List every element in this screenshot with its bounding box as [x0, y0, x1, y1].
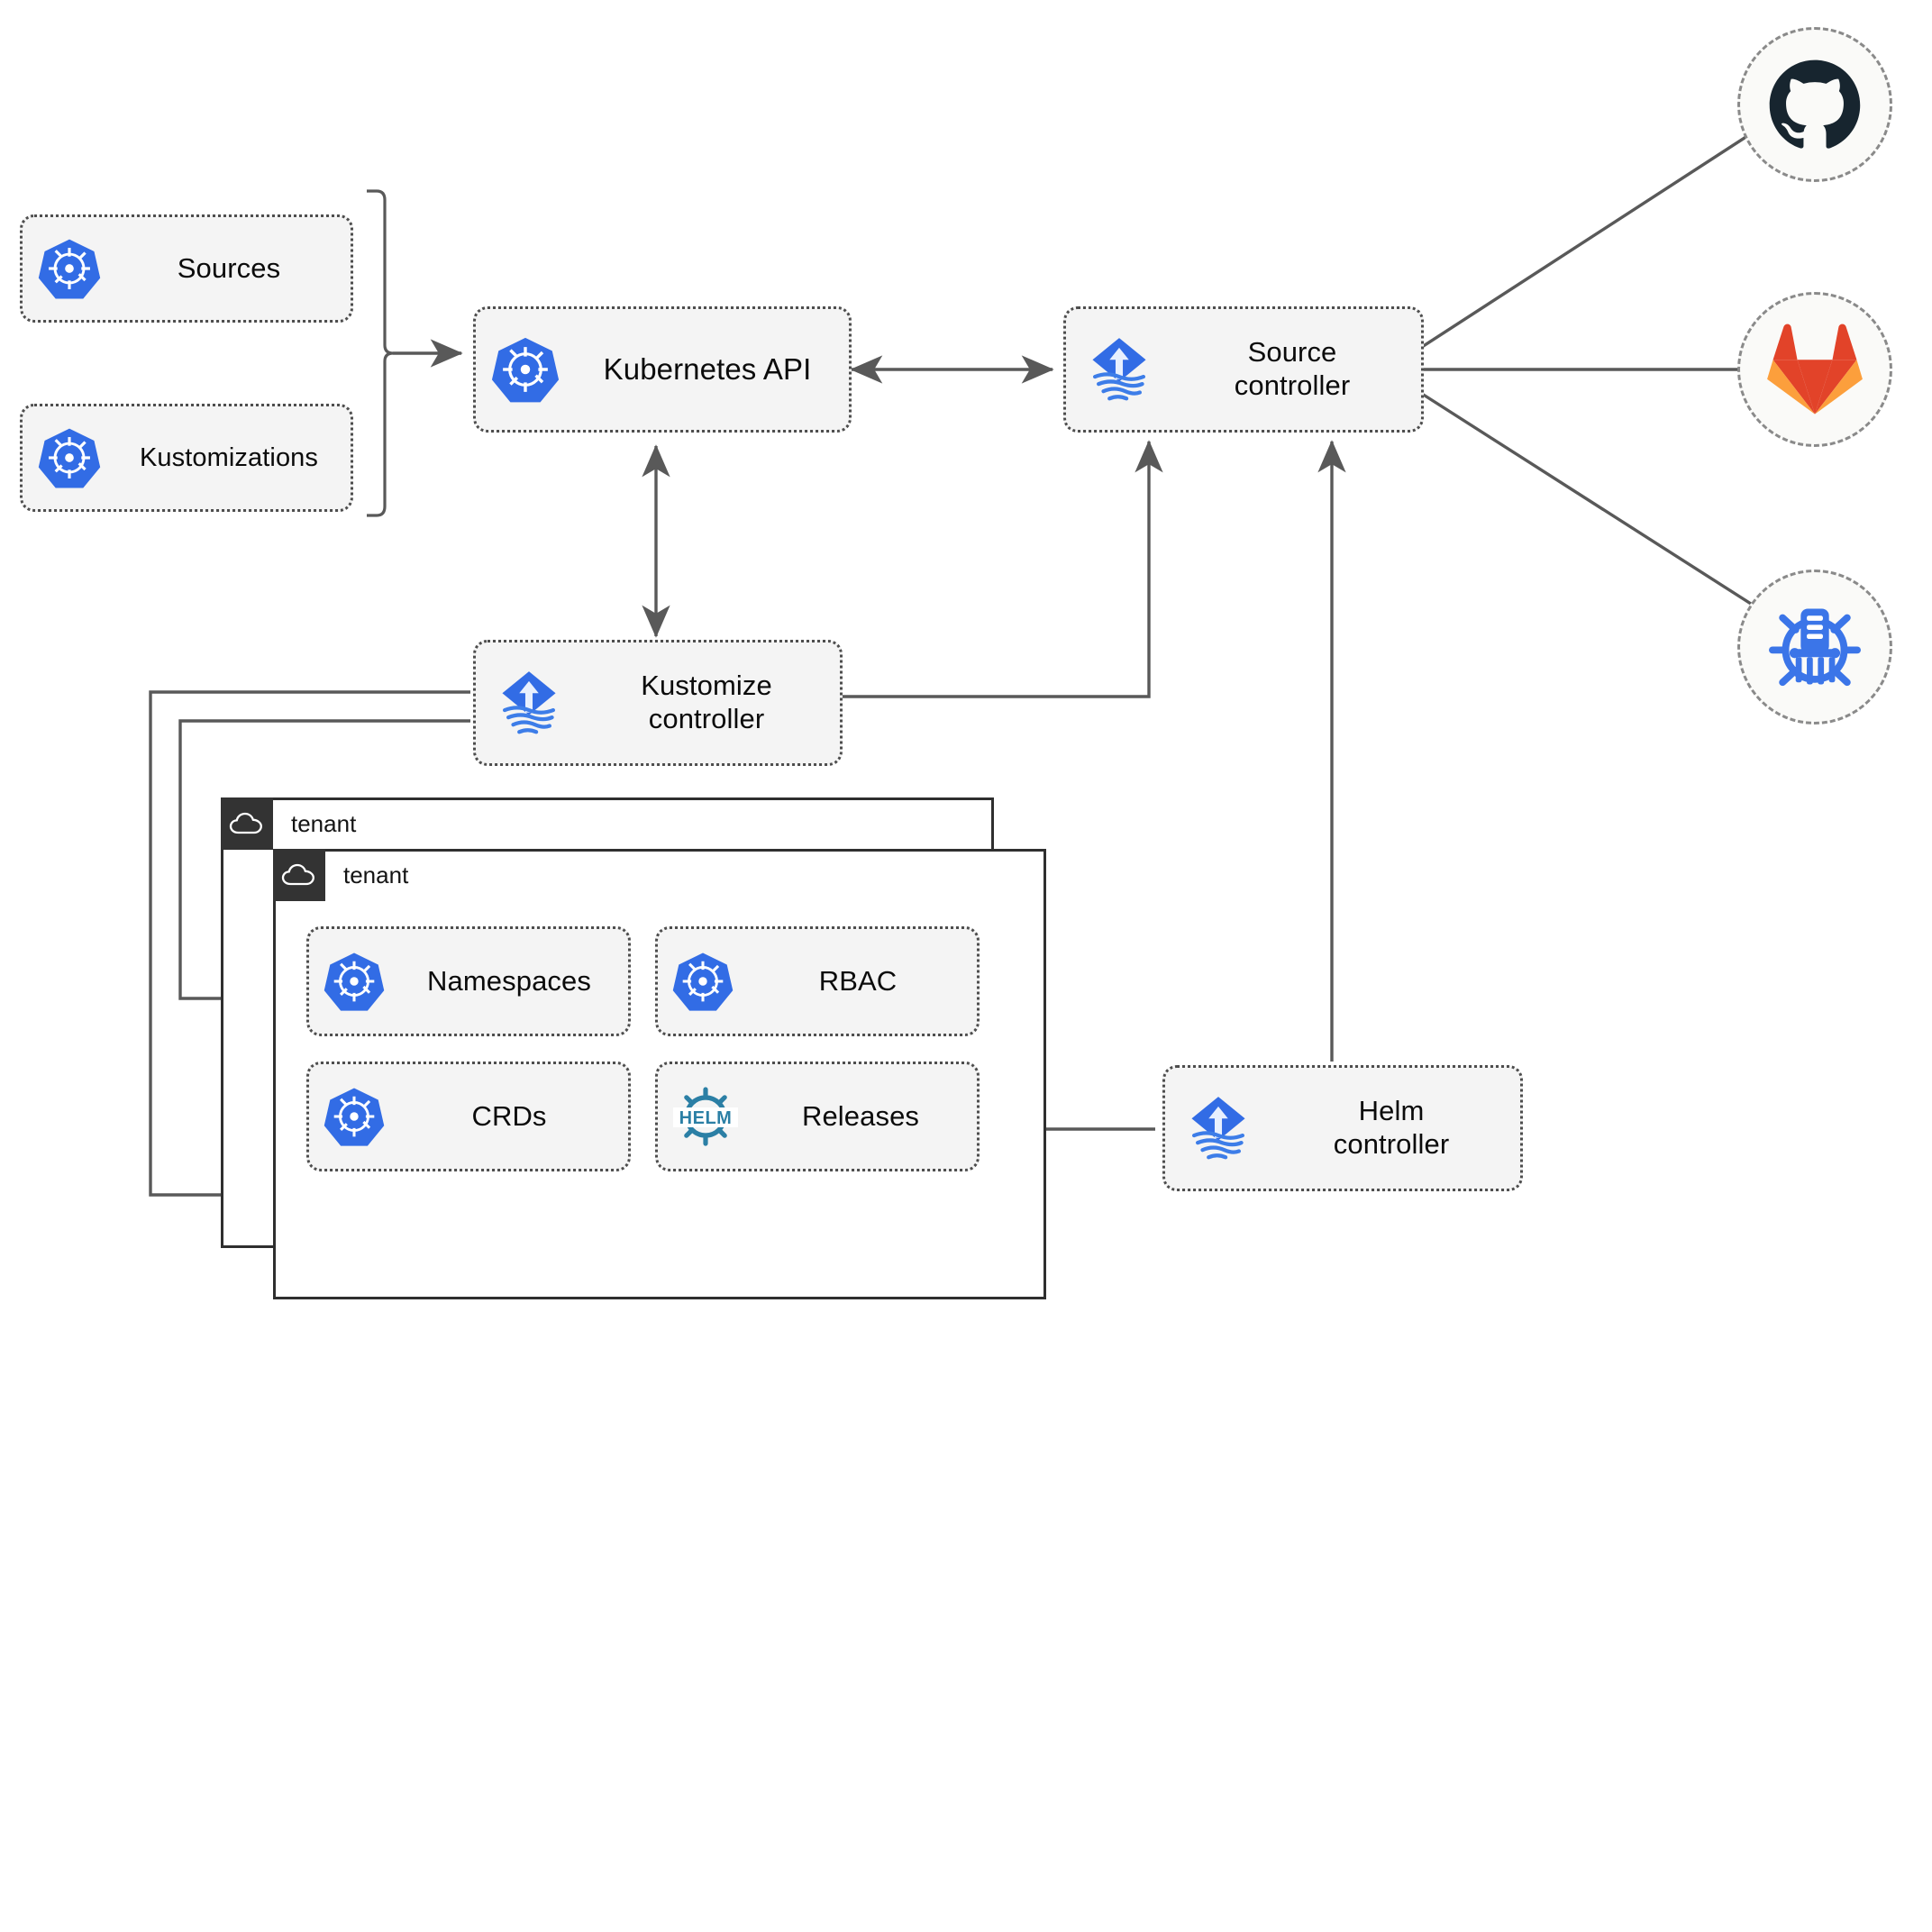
tenant-resource-label: Namespaces [427, 964, 591, 997]
resource-node-sources[interactable]: Sources [20, 214, 353, 323]
controller-node-kustomize-controller[interactable]: Kustomize controller [473, 640, 843, 766]
resource-label: Kustomizations [139, 442, 319, 472]
flux-icon [476, 664, 582, 742]
controller-label: Kustomize controller [641, 670, 772, 734]
tenant-label: tenant [291, 809, 357, 837]
repository-github[interactable] [1737, 27, 1892, 182]
cloud-icon [221, 797, 273, 850]
kubernetes-icon [658, 950, 748, 1013]
gitlab-icon [1767, 324, 1863, 415]
controller-label: Kubernetes API [603, 351, 812, 386]
kubernetes-icon [309, 1085, 399, 1148]
helm-repo-icon [1769, 608, 1861, 687]
tenant-resource-releases[interactable]: HELM Releases [655, 1062, 980, 1171]
tenant-resource-label: RBAC [818, 964, 898, 997]
controller-label: Source controller [1234, 336, 1351, 401]
kubernetes-icon [309, 950, 399, 1013]
controller-node-helm-controller[interactable]: Helm controller [1162, 1065, 1523, 1191]
tenant-label: tenant [343, 861, 409, 889]
resource-node-kustomizations[interactable]: Kustomizations [20, 404, 353, 512]
svg-text:HELM: HELM [679, 1108, 733, 1128]
kubernetes-icon [23, 425, 116, 490]
controller-node-source-controller[interactable]: Source controller [1063, 306, 1424, 433]
repository-helm-chart[interactable] [1737, 570, 1892, 724]
helm-icon: HELM [658, 1079, 753, 1154]
repository-gitlab[interactable] [1737, 292, 1892, 447]
flux-icon [1165, 1089, 1271, 1167]
cloud-icon [273, 849, 325, 901]
github-icon [1769, 59, 1861, 149]
tenant-resource-crds[interactable]: CRDs [306, 1062, 631, 1171]
tenant-resource-namespaces[interactable]: Namespaces [306, 926, 631, 1036]
controller-label: Helm controller [1333, 1095, 1450, 1160]
tenant-resource-label: Releases [801, 1099, 920, 1132]
kubernetes-icon [476, 334, 575, 405]
flux-icon [1066, 331, 1172, 408]
resource-label: Sources [177, 251, 281, 284]
tenant-resource-label: CRDs [471, 1099, 547, 1132]
tenant-resource-rbac[interactable]: RBAC [655, 926, 980, 1036]
controller-node-kubernetes-api[interactable]: Kubernetes API [473, 306, 852, 433]
kubernetes-icon [23, 236, 116, 301]
